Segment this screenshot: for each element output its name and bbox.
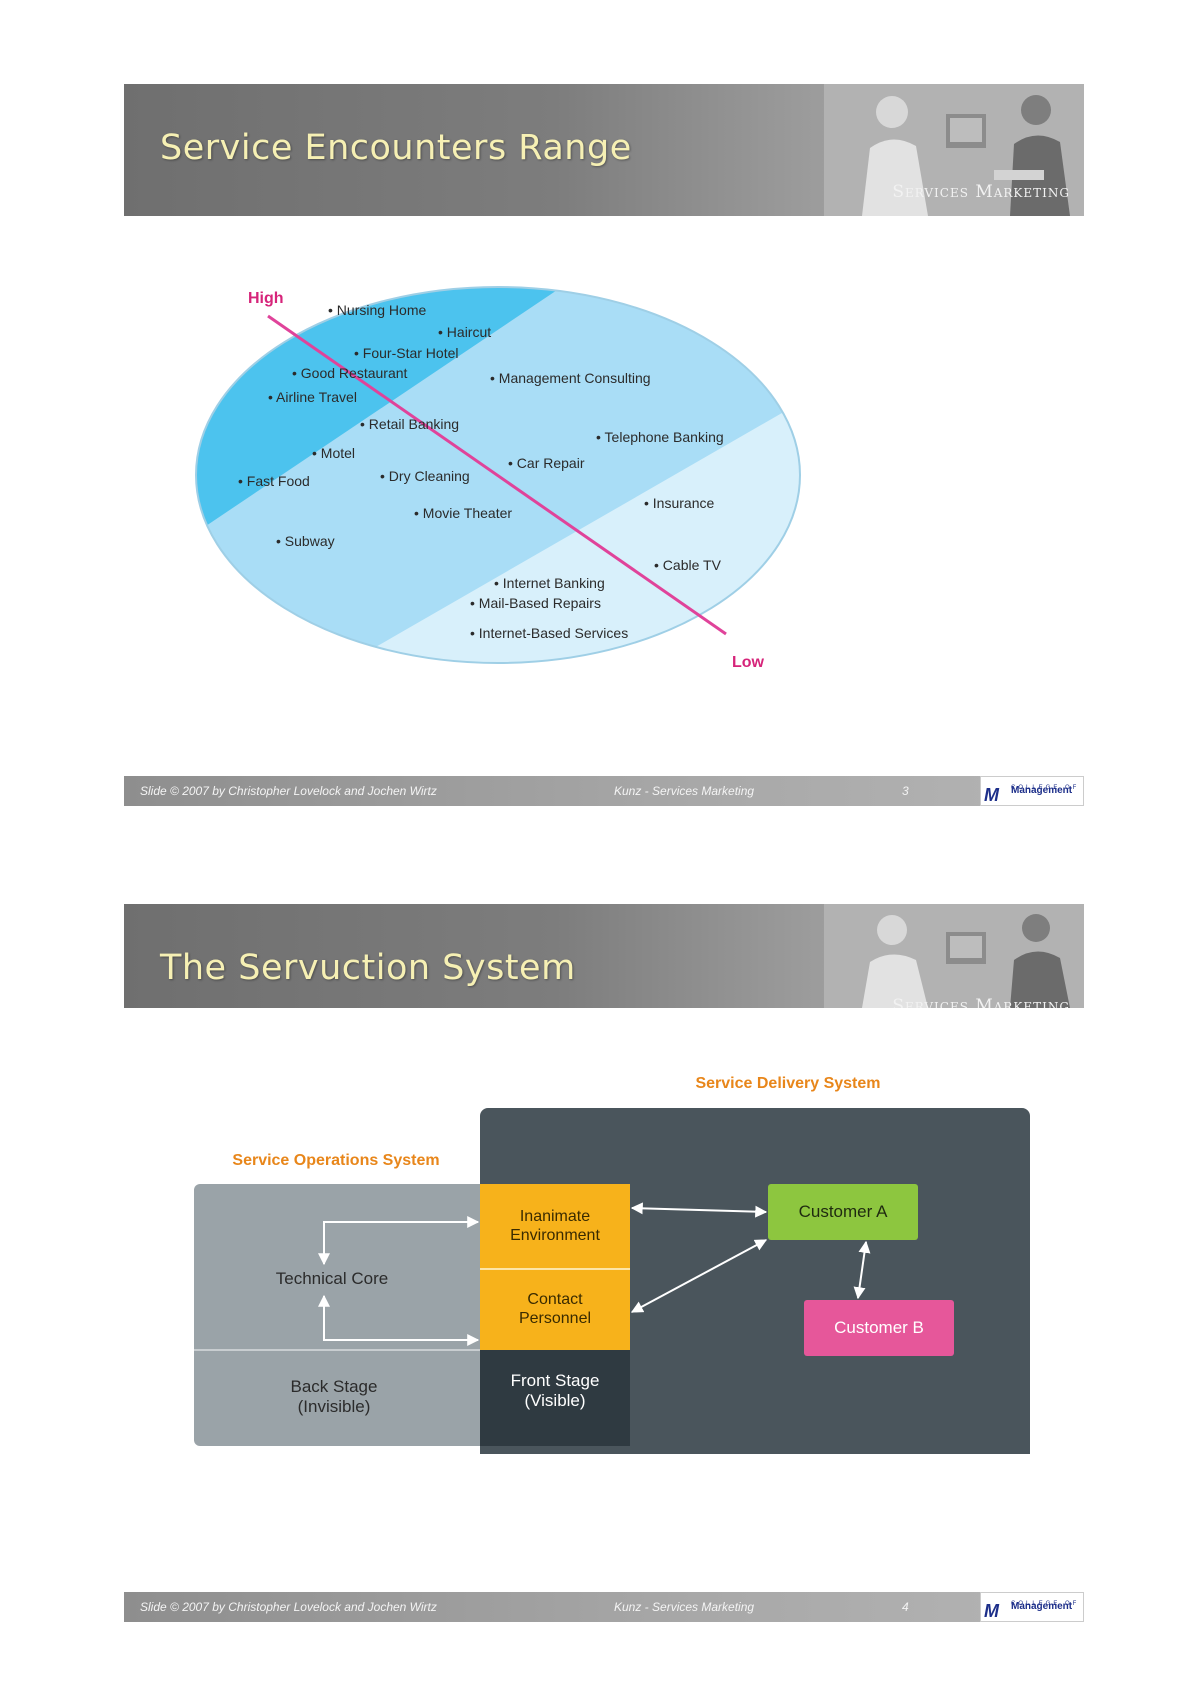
technical-core-label: Technical Core: [276, 1269, 388, 1288]
encounter-item: • Airline Travel: [268, 389, 357, 405]
encounter-item: • Subway: [276, 533, 335, 549]
range-ellipse: [195, 286, 801, 664]
high-label: High: [248, 290, 284, 307]
banner-photo: [824, 904, 1084, 1008]
front-stage-block: [480, 1350, 630, 1446]
encounter-item: • Internet-Based Services: [470, 625, 628, 641]
encounter-item: • Management Consulting: [490, 370, 651, 386]
encounter-item: • Movie Theater: [414, 505, 512, 521]
umass-logo-mark: M: [984, 785, 999, 805]
encounter-item: • Good Restaurant: [292, 365, 408, 381]
footer-course: Kunz - Services Marketing: [614, 784, 755, 798]
encounter-item: • Retail Banking: [360, 416, 459, 432]
back-stage-label: Back Stage: [291, 1377, 378, 1396]
slide-title: The Servuction System: [160, 948, 576, 988]
encounter-item: • Insurance: [644, 495, 714, 511]
slide-4: The Servuction System Services Marketing…: [124, 904, 1084, 1624]
footer-copyright: Slide © 2007 by Christopher Lovelock and…: [140, 1600, 437, 1614]
encounter-item: • Dry Cleaning: [380, 468, 470, 484]
service-encounters-diagram: High Low • Nursing Home • Haircut • Four…: [195, 286, 801, 671]
encounter-item: • Haircut: [438, 324, 491, 340]
slide-footer: Slide © 2007 by Christopher Lovelock and…: [124, 1592, 1084, 1622]
core-to-environment-arrow: [318, 1216, 480, 1266]
slide-banner: Service Encounters Range Services Market…: [124, 84, 1084, 216]
service-operations-title: Service Operations System: [232, 1152, 439, 1169]
customer-a-label: Customer A: [799, 1202, 888, 1221]
footer-course: Kunz - Services Marketing: [614, 1600, 755, 1614]
customer-b-label: Customer B: [834, 1318, 924, 1337]
college-logo: M COLLEGE OF Management: [980, 776, 1084, 806]
brand-name: Services Marketing: [892, 182, 1070, 202]
footer-page-number: 3: [902, 784, 909, 798]
front-stage-visible-label: (Visible): [524, 1391, 585, 1410]
encounter-item: • Car Repair: [508, 455, 585, 471]
slide-title: Service Encounters Range: [160, 128, 632, 168]
personnel-customer-a-arrow: [630, 1239, 768, 1313]
customer-a-customer-b-arrow: [853, 1240, 871, 1300]
brand-name: Services Marketing: [892, 996, 1070, 1008]
encounter-item: • Internet Banking: [494, 575, 605, 591]
encounter-item: • Mail-Based Repairs: [470, 595, 601, 611]
back-stage-invisible-label: (Invisible): [298, 1397, 371, 1416]
inanimate-label: Inanimate: [520, 1208, 590, 1225]
contact-personnel-box: [480, 1270, 630, 1350]
slide-3: Service Encounters Range Services Market…: [124, 84, 1084, 808]
footer-copyright: Slide © 2007 by Christopher Lovelock and…: [140, 784, 437, 798]
encounter-item: • Cable TV: [654, 557, 722, 573]
encounter-item: • Motel: [312, 445, 355, 461]
service-delivery-title: Service Delivery System: [695, 1075, 880, 1092]
personnel-label: Personnel: [519, 1310, 591, 1327]
core-to-personnel-arrow: [318, 1294, 480, 1346]
encounter-item: • Nursing Home: [328, 302, 426, 318]
encounter-item: • Four-Star Hotel: [354, 345, 459, 361]
contact-label: Contact: [527, 1291, 583, 1308]
slide-footer: Slide © 2007 by Christopher Lovelock and…: [124, 776, 1084, 806]
footer-page-number: 4: [902, 1600, 909, 1614]
slide-banner: The Servuction System Services Marketing: [124, 904, 1084, 1008]
environment-label: Environment: [510, 1227, 600, 1244]
encounter-item: • Telephone Banking: [596, 429, 724, 445]
college-logo: M COLLEGE OF Management: [980, 1592, 1084, 1622]
front-stage-label: Front Stage: [511, 1371, 600, 1390]
servuction-diagram: Service Delivery System Service Operatio…: [194, 1075, 1030, 1454]
customer-b-box: [804, 1300, 954, 1356]
low-label: Low: [732, 654, 765, 671]
banner-photo: [824, 84, 1084, 216]
environment-customer-a-arrow: [630, 1202, 768, 1218]
encounter-item: • Fast Food: [238, 473, 310, 489]
inanimate-environment-box: [480, 1184, 630, 1268]
customer-a-box: [768, 1184, 918, 1240]
contact-gradient-line: [267, 314, 727, 636]
umass-logo-mark: M: [984, 1601, 999, 1621]
